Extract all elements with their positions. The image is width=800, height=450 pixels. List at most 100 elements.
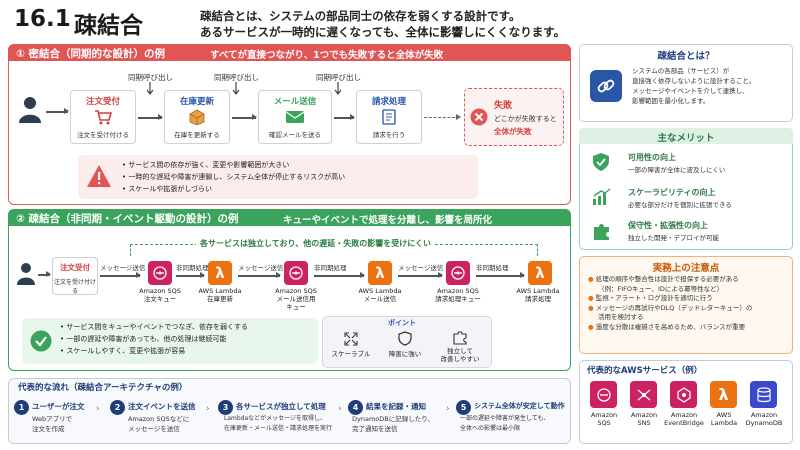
sqs-node-2-line3: キュー: [286, 303, 306, 311]
tight-step-order: 注文受付 注文を受け付ける: [70, 90, 136, 144]
point-3-line2: 改善しやすい: [440, 355, 480, 363]
sqs-icon: [153, 266, 167, 280]
flow-step-3-title: 各サービスが独立して処理: [236, 402, 326, 411]
flow-title: 代表的な流れ（疎結合アーキテクチャの例）: [18, 383, 188, 393]
sqs-node-1-line1: Amazon SQS: [139, 287, 181, 295]
loose-benefit-3-text: スケールしやすく、変更や拡張が容易: [66, 347, 186, 355]
flow-step-5-number: 5: [456, 400, 471, 415]
tight-step-billing-name: 請求処理: [371, 97, 406, 107]
tight-step-mail-desc: 確認メールを送る: [269, 131, 321, 139]
label-msg-2: メッセージ送信: [238, 264, 284, 272]
tight-step-order-name: 注文受付: [85, 97, 120, 107]
loose-coupling-header: [8, 209, 571, 226]
flow-step-3-desc: Lambdaなどがメッセージを取得し、在庫更新・メール送信・請求処理を実行: [224, 414, 332, 434]
flow-step-4-number: 4: [348, 400, 363, 415]
loose-benefits-box: [22, 318, 318, 364]
flow-step-2-d1: Amazon SQSなどに: [128, 415, 190, 423]
aws-dynamodb-line2: DynamoDB: [745, 419, 783, 427]
cart-icon: [95, 110, 113, 125]
flow-step-4-d1: DynamoDBに記録したり、: [352, 415, 434, 423]
tight-step-order-desc: 注文を受け付ける: [77, 131, 129, 139]
call-down-arrow-2: [232, 82, 240, 95]
flow-step-4-desc: DynamoDBに記録したり、完了通知を送信: [352, 414, 434, 434]
caution-2: ● 監視・アラート・ログ設計を適切に行う: [588, 294, 713, 302]
merits-title: 主なメリット: [657, 133, 715, 144]
caution-3-line1: メッセージの再試行やDLQ（デッドレターキュー）の: [595, 303, 753, 312]
flow-step-5-d1: 一部の遅延や障害が発生しても、: [460, 415, 550, 422]
sqs-node-2-line2: メール送信用: [276, 295, 316, 303]
puzzle-piece-icon: [594, 224, 609, 240]
label-msg-3: メッセージ送信: [398, 264, 444, 272]
arrow-order-to-stock: [138, 114, 163, 120]
subtitle-line-2: あるサービスが一時的に遅くなっても、全体に影響しにくくなります。: [200, 25, 566, 39]
aws-lambda-line1: AWS: [716, 411, 732, 419]
what-is-line-1: システムの各部品（サービス）が: [632, 67, 730, 75]
tight-step-stock-desc: 在庫を更新する: [174, 131, 220, 139]
what-is-desc: システムの各部品（サービス）が 直接強く依存しないように設計すること。 メッセー…: [632, 66, 755, 106]
lambda-node-3: λ: [528, 261, 552, 285]
what-is-title: 疎結合とは？: [657, 51, 715, 62]
subtitle-line-1: 疎結合とは、システムの部品同士の依存を弱くする設計です。: [200, 9, 521, 23]
merit-3-title: 保守性・拡張性の向上: [628, 221, 708, 230]
sqs-node-2-line1: Amazon SQS: [275, 287, 317, 295]
shield-check-icon: [593, 153, 609, 171]
flow-section: [8, 378, 571, 444]
caution-1-line1: 処理の順序や整合性は設計で担保する必要がある: [595, 275, 739, 283]
flow-step-3-d2: 在庫更新・メール送信・請求処理を実行: [224, 425, 333, 432]
aws-eventbridge-line2: EventBridge: [664, 419, 704, 427]
arrow-stock-to-mail: [232, 114, 257, 120]
cautions-box: [579, 256, 793, 354]
tight-warning-1: • サービス間の依存が強く、変更や影響範囲が大きい: [122, 161, 290, 169]
loose-coupling-title: ② 疎結合（非同期・イベント駆動の設計）の例: [16, 213, 239, 225]
tight-warning-1-text: サービス間の依存が強く、変更や影響範囲が大きい: [128, 161, 290, 169]
lambda-node-3-line2: 請求処理: [525, 295, 551, 303]
flow-step-3-d1: Lambdaなどがメッセージを取得し、: [224, 415, 327, 422]
loose-step-order: 注文受付 注文を受け付ける: [52, 257, 98, 295]
point-title: ポイント: [388, 319, 416, 327]
mail-icon: [285, 111, 305, 123]
caution-2-line1: 監視・アラート・ログ設計を適切に行う: [595, 294, 713, 302]
lambda-node-2: λ: [368, 261, 392, 285]
label-async-2: 非同期処理: [314, 264, 347, 272]
tight-coupling-header: [8, 44, 571, 61]
arrow-lambda2-to-sqs3: [398, 272, 443, 278]
aws-sns-line2: SNS: [637, 419, 651, 427]
growth-chart-icon: [593, 188, 611, 205]
loose-benefit-1-text: サービス間をキューやイベントでつなぎ、依存を弱くする: [66, 323, 249, 331]
arrow-sqs1-to-lambda1: [176, 272, 205, 278]
lambda-icon-2: λ: [375, 264, 385, 282]
check-icon: [30, 330, 52, 352]
flow-step-2-d2: メッセージを送信: [128, 425, 180, 433]
call-label-2: 同期呼び出し: [214, 73, 259, 82]
lambda-node-2-line1: AWS Lambda: [358, 287, 402, 295]
user-icon-2: [17, 263, 35, 285]
what-is-line-2: 直接強く依存しないように設計すること。: [632, 77, 756, 85]
aws-dynamodb-tile: [750, 381, 777, 408]
page-title: 疎結合: [74, 13, 143, 39]
flow-step-4-d2: 完了通知を送信: [352, 425, 398, 433]
caution-3: ● メッセージの再試行やDLQ（デッドレターキュー）の: [588, 303, 753, 312]
label-async-3: 非同期処理: [476, 264, 509, 272]
sqs-node-2: [284, 261, 308, 285]
arrow-lambda1-to-sqs2: [238, 272, 281, 278]
tight-warning-2-text: 一時的な遅延や障害が連鎖し、システム全体が停止するリスクが高い: [128, 173, 346, 181]
what-is-line-3: メッセージやイベントを介して連携し、: [632, 87, 749, 95]
sqs-node-3: [446, 261, 470, 285]
aws-sns-icon: [637, 389, 650, 400]
warning-icon: [87, 165, 111, 187]
flow-step-2-desc: Amazon SQSなどにメッセージを送信: [128, 414, 189, 434]
point-3-line1: 独立して: [447, 347, 473, 355]
lambda-node-1-line2: 在庫更新: [207, 295, 233, 303]
lambda-node-1: λ: [208, 261, 232, 285]
flow-step-1-d2: 注文を作成: [32, 425, 65, 433]
aws-sns-line1: Amazon: [630, 411, 658, 419]
arrow-sqs3-to-lambda3: [476, 272, 525, 278]
merit-2-title: スケーラビリティの向上: [628, 188, 716, 197]
flow-chevron-1: ›: [96, 404, 100, 414]
arrow-sqs2-to-lambda2: [314, 272, 365, 278]
arrow-mail-to-billing: [334, 114, 355, 120]
lambda-node-2-line2: メール送信: [363, 295, 397, 303]
lambda-node-1-line1: AWS Lambda: [198, 287, 242, 295]
